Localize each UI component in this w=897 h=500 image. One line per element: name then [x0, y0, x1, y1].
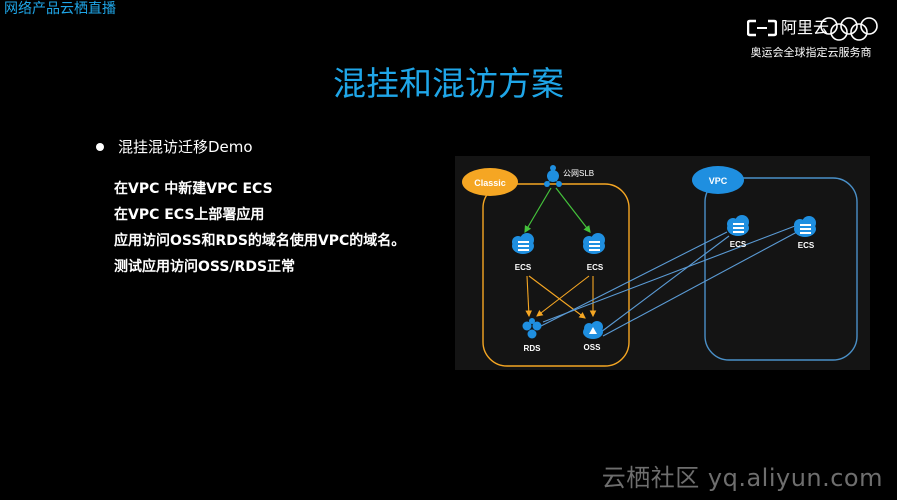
- classic-ecs-2-label: ECS: [587, 263, 604, 272]
- vpc-ecs-1-label: ECS: [730, 240, 747, 249]
- classic-zone: [482, 183, 630, 367]
- brand-logo-row: 阿里云: [747, 18, 829, 38]
- slb-to-ecs1-link: [524, 187, 552, 234]
- olympic-rings-icon: [820, 17, 878, 41]
- vpc-ecs1-to-rds-link: [540, 231, 728, 327]
- classic-label-pill: [462, 168, 518, 196]
- brand-tagline: 奥运会全球指定云服务商: [750, 46, 872, 59]
- rds-icon: [522, 318, 542, 339]
- classic-ecs-1-icon: [512, 233, 534, 254]
- slb-to-ecs2-link: [555, 187, 591, 233]
- vpc-ecs1-to-oss-link: [600, 235, 730, 333]
- bullet-item: 混挂混访迁移Demo: [96, 137, 253, 157]
- slb-label: 公网SLB: [563, 169, 594, 178]
- oss-icon: [583, 321, 603, 339]
- network-diagram-svg: Classic VPC 公网SLB ECS: [462, 165, 858, 367]
- vpc-ecs-2-icon: [794, 216, 816, 237]
- vpc-ecs-2-label: ECS: [798, 241, 815, 250]
- vpc-ecs2-to-rds-link: [542, 225, 796, 323]
- classic-label: Classic: [474, 178, 506, 188]
- ecs1-to-rds-link: [525, 275, 533, 318]
- bullet-dot-icon: [96, 143, 104, 151]
- step-item-1: 在VPC 中新建VPC ECS: [114, 181, 273, 197]
- step-item-4: 测试应用访问OSS/RDS正常: [114, 259, 296, 275]
- vpc-zone: [704, 177, 858, 361]
- vpc-ecs2-to-oss-link: [602, 231, 798, 337]
- vpc-label: VPC: [709, 176, 728, 186]
- ecs2-to-rds-link: [536, 275, 590, 317]
- watermark: 云栖社区 yq.aliyun.com: [601, 464, 883, 492]
- slb-icon: [544, 165, 562, 187]
- vpc-ecs-1-icon: [727, 215, 749, 236]
- classic-ecs-1-label: ECS: [515, 263, 532, 272]
- page-title: 混挂和混访方案: [333, 64, 564, 103]
- vpc-label-pill: [692, 166, 744, 194]
- brand-name: 阿里云: [781, 18, 830, 37]
- classic-ecs-2-icon: [583, 233, 605, 254]
- network-diagram: Classic VPC 公网SLB ECS: [455, 156, 870, 370]
- rds-label: RDS: [524, 344, 542, 353]
- step-item-3: 应用访问OSS和RDS的域名使用VPC的域名。: [114, 233, 406, 249]
- oss-label: OSS: [584, 343, 602, 352]
- step-list: 在VPC 中新建VPC ECS 在VPC ECS上部署应用 应用访问OSS和RD…: [114, 180, 405, 284]
- ecs1-to-oss-link: [528, 275, 586, 319]
- top-left-title: 网络产品云栖直播: [4, 1, 116, 17]
- step-item-2: 在VPC ECS上部署应用: [114, 207, 265, 223]
- bullet-text: 混挂混访迁移Demo: [118, 138, 253, 156]
- brand-block: 阿里云 奥运会全球指定云服务商: [741, 16, 881, 66]
- aliyun-logo-icon: [747, 19, 777, 37]
